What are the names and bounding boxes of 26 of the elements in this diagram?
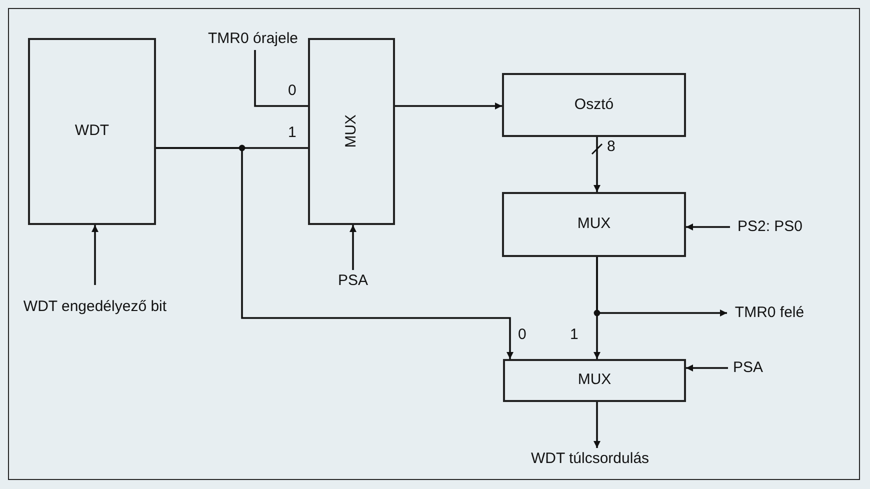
connector-line [156, 147, 514, 359]
signal-label: WDT túlcsordulás [490, 448, 690, 470]
connector-line [254, 50, 308, 107]
block-box: MUX [502, 192, 686, 257]
connector-line [594, 402, 600, 448]
signal-label: PS2: PS0 [730, 216, 810, 238]
block-box: MUX [503, 359, 686, 402]
connector-line [92, 225, 98, 285]
signal-label: PSA [334, 270, 372, 292]
block-box: MUX [308, 38, 395, 225]
edge-label: 8 [607, 138, 616, 155]
block-box: Osztó [502, 73, 686, 137]
connector-line [594, 137, 600, 192]
connector-line [596, 257, 727, 316]
pin-number: 0 [518, 326, 526, 343]
pin-number: 0 [288, 82, 296, 99]
pin-number: 1 [288, 124, 296, 141]
pin-number: 1 [570, 326, 578, 343]
connector-line [686, 364, 728, 372]
connector-line [686, 224, 730, 230]
connector-line [395, 102, 502, 110]
signal-label: PSA [728, 357, 768, 379]
signal-label: TMR0 felé [727, 302, 812, 324]
connector-line [350, 225, 356, 270]
signal-label: WDT engedélyező bit [15, 285, 175, 329]
block-box: WDT [28, 38, 156, 225]
